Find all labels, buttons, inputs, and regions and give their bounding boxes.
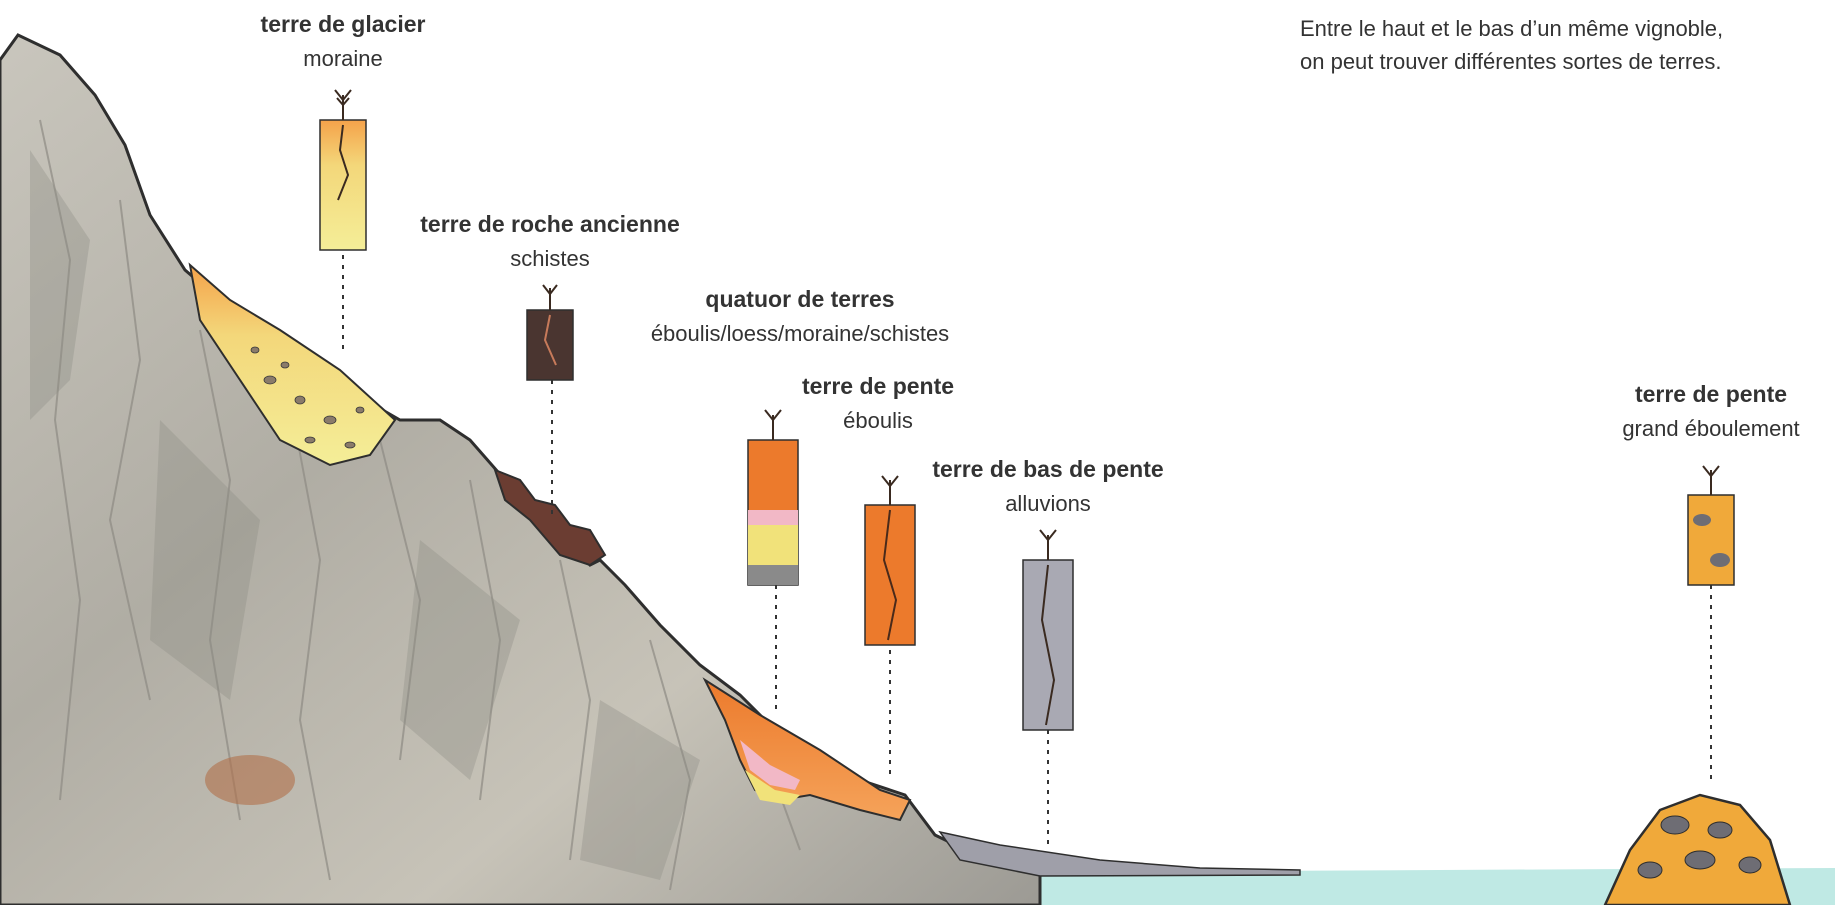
soil-profile-eboulis (864, 504, 916, 646)
rock-rust-patch (205, 755, 295, 805)
soil-profile-grand-eboulement (1687, 494, 1735, 586)
soil-profile-quatuor (747, 439, 799, 586)
soil-title: terre de bas de pente (932, 456, 1164, 482)
leader-lines (342, 255, 1712, 845)
moraine-deposit (188, 262, 397, 467)
soil-title: terre de pente (801, 373, 955, 399)
alluvium-plain (938, 830, 1301, 877)
rock-shading (30, 150, 700, 880)
label-terre-de-pente-eboulis: terre de pente éboulis (802, 372, 954, 434)
soil-profile-schistes (526, 309, 574, 381)
label-terre-de-roche-ancienne: terre de roche ancienne schistes (420, 210, 680, 272)
intro-line-1: Entre le haut et le bas d’un même vignob… (1300, 16, 1724, 41)
rock-mountain (0, 33, 1042, 905)
intro-text: Entre le haut et le bas d’un même vignob… (1300, 12, 1723, 78)
label-quatuor-de-terres: quatuor de terres éboulis/loess/moraine/… (651, 285, 949, 347)
intro-line-2: on peut trouver différentes sortes de te… (1300, 49, 1722, 74)
landslide-mound (1603, 793, 1792, 905)
soil-subtitle: éboulis (843, 407, 913, 433)
moraine-layer-low (745, 770, 800, 805)
moraine-pebbles (250, 346, 365, 449)
soil-subtitle: moraine (303, 45, 383, 71)
label-terre-de-bas-de-pente: terre de bas de pente alluvions (932, 455, 1163, 517)
vine-icons (334, 89, 1720, 560)
label-terre-de-pente-grand-eboulement: terre de pente grand éboulement (1622, 380, 1799, 442)
soil-subtitle: schistes (510, 245, 590, 271)
schiste-deposit (493, 468, 607, 567)
soil-title: terre de glacier (260, 11, 426, 37)
soil-title: terre de pente (1634, 381, 1788, 407)
soil-title: terre de roche ancienne (420, 211, 680, 237)
soil-subtitle: éboulis/loess/moraine/schistes (650, 320, 950, 346)
label-terre-de-glacier: terre de glacier moraine (261, 10, 426, 72)
soil-profile-alluvions (1022, 559, 1074, 731)
landslide-boulders (1637, 815, 1762, 879)
soil-profile-moraine (319, 119, 367, 251)
soil-subtitle: alluvions (1005, 490, 1091, 516)
soil-subtitle: grand éboulement (1622, 415, 1800, 441)
loess-layer (740, 740, 800, 790)
soil-title: quatuor de terres (705, 286, 895, 312)
